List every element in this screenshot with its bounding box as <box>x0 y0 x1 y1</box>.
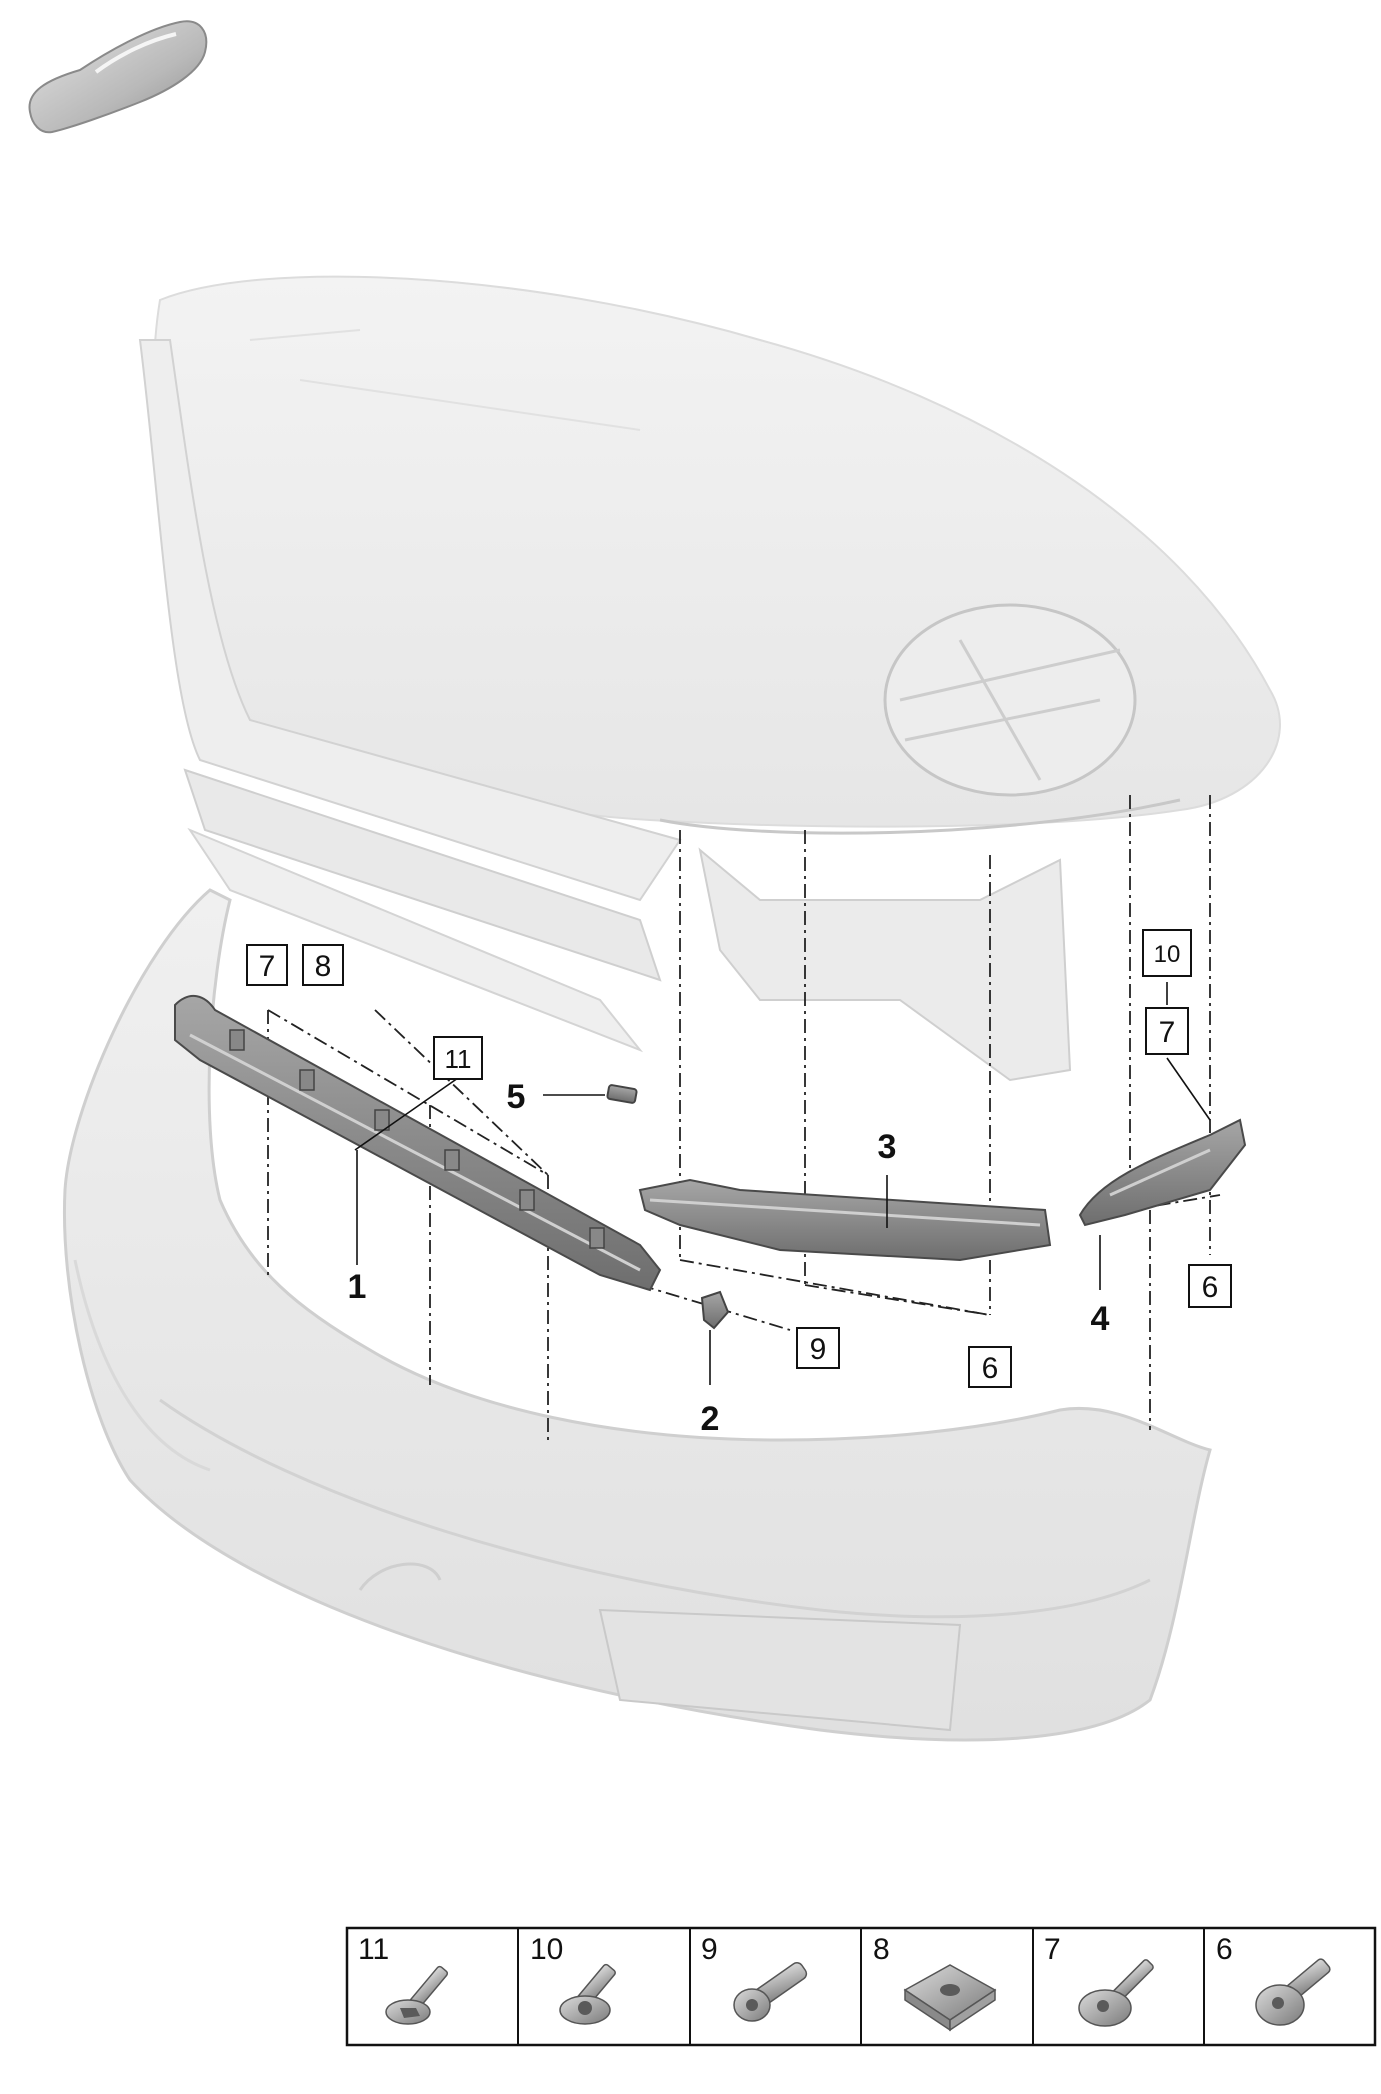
guide-bracket-part-3 <box>638 1178 1052 1262</box>
svg-text:9: 9 <box>701 1933 718 1966</box>
boxed-ref-upper-mid: 11 <box>433 1036 483 1080</box>
clip-nut-icon <box>903 1964 997 2032</box>
side-bracket-part-4 <box>1078 1118 1247 1227</box>
boxed-references: 7 8 11 9 6 10 7 6 <box>246 929 1232 1388</box>
svg-text:8: 8 <box>873 1933 890 1966</box>
callout-5: 5 <box>507 1078 526 1116</box>
boxed-ref-right-low: 6 <box>1188 1264 1232 1308</box>
svg-text:11: 11 <box>358 1933 389 1966</box>
flange-bolt-icon <box>385 1965 449 2025</box>
support-bracket-part-1 <box>174 995 662 1292</box>
boxed-ref-center-right: 6 <box>968 1346 1012 1388</box>
car-silhouette-icon <box>28 20 208 134</box>
svg-text:7: 7 <box>259 950 276 983</box>
boxed-ref-left-a: 7 <box>246 944 288 986</box>
svg-text:6: 6 <box>1216 1933 1233 1966</box>
leader-lines <box>354 982 1211 1385</box>
insert-part-5 <box>606 1084 638 1104</box>
svg-text:6: 6 <box>982 1352 999 1385</box>
fastener-legend-strip: 11 10 9 8 <box>345 1926 1377 2047</box>
callout-4: 4 <box>1091 1300 1110 1338</box>
svg-text:10: 10 <box>530 1933 563 1966</box>
boxed-ref-left-b: 8 <box>302 944 344 986</box>
fastener-cell-3: 8 <box>873 1933 997 2032</box>
boxed-ref-lower-mid: 9 <box>796 1327 840 1369</box>
fastener-cell-5: 6 <box>1216 1933 1331 2026</box>
boxed-ref-right-top: 10 <box>1142 929 1192 977</box>
washer-screw-icon <box>559 1963 616 2025</box>
svg-text:11: 11 <box>445 1044 472 1074</box>
torx-bolt-icon <box>733 1962 808 2022</box>
boxed-ref-right-mid: 7 <box>1145 1007 1189 1055</box>
bumper-cover-ghost <box>62 888 1212 1742</box>
svg-text:10: 10 <box>1154 941 1181 968</box>
fastener-cell-2: 9 <box>701 1933 808 2022</box>
clip-part-2 <box>700 1290 730 1330</box>
svg-text:7: 7 <box>1159 1016 1176 1049</box>
callout-2: 2 <box>701 1400 720 1438</box>
callout-3: 3 <box>878 1128 897 1166</box>
svg-text:9: 9 <box>810 1333 827 1366</box>
torx-button-screw-icon <box>1255 1958 1331 2026</box>
svg-text:6: 6 <box>1202 1271 1219 1304</box>
svg-text:8: 8 <box>315 950 332 983</box>
fastener-cell-0: 11 <box>358 1933 449 2025</box>
fastener-cell-1: 10 <box>530 1933 616 2025</box>
button-screw-icon <box>1078 1959 1154 2027</box>
fastener-cell-4: 7 <box>1044 1933 1154 2027</box>
vehicle-front-ghost <box>138 275 1281 1082</box>
callout-numbers: 1 2 3 4 5 <box>348 1078 1110 1438</box>
callout-1: 1 <box>348 1268 367 1306</box>
svg-text:7: 7 <box>1044 1933 1061 1966</box>
